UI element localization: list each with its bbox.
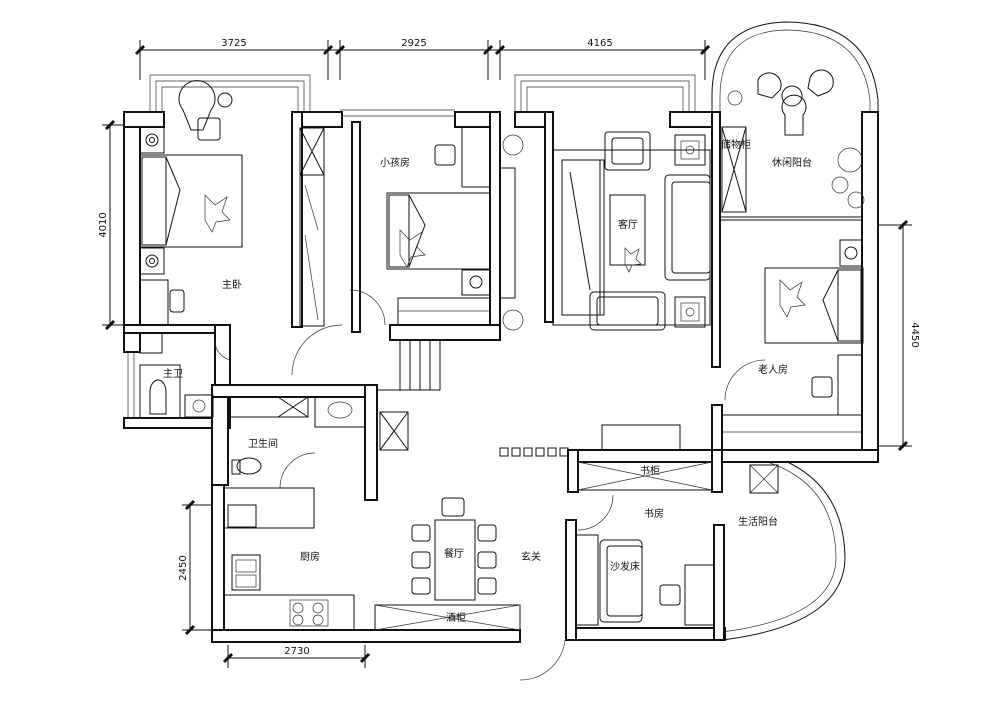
leisure-balcony-outline [711,21,879,112]
label-foyer: 玄关 [521,550,541,563]
dimension-top-2: 2925 [401,38,426,49]
label-living-room: 客厅 [618,218,638,231]
label-kitchen: 厨房 [300,550,320,563]
label-storage-cabinet: 储物柜 [721,138,751,151]
room-labels: 主卧 小孩房 客厅 储物柜 休闲阳台 老人房 主卫 卫生间 厨房 餐厅 玄关 酒… [163,138,812,624]
door-swings [214,289,766,681]
label-leisure-balcony: 休闲阳台 [772,156,812,169]
label-bookcase: 书柜 [640,464,660,477]
study-furniture [575,461,779,626]
label-elderly-room: 老人房 [758,363,788,376]
window-bays [127,74,696,418]
entry-markers [499,447,569,457]
dimension-top-3: 4165 [587,38,612,49]
label-child-room: 小孩房 [380,156,410,169]
label-study: 书房 [644,507,664,520]
dimension-right: 4450 [909,322,920,347]
dimension-top-1: 3725 [221,38,246,49]
master-bedroom-furniture [139,80,243,326]
label-wine-cabinet: 酒柜 [446,611,466,624]
label-service-balcony: 生活阳台 [738,515,778,528]
kitchen-fixtures [223,487,355,631]
dimension-left-upper: 4010 [98,212,109,237]
storage-cabinet-furniture [721,126,747,213]
wardrobe [299,127,325,327]
label-dining: 餐厅 [444,547,464,560]
label-master-bedroom: 主卧 [222,278,242,291]
dimension-left-lower: 2450 [178,555,189,580]
bathroom-fixtures [227,396,409,475]
child-room-furniture [386,126,524,331]
label-sofa-bed: 沙发床 [610,560,640,573]
dining-furniture [374,497,521,631]
leisure-balcony-furniture [727,69,865,209]
living-room-furniture [552,131,711,331]
label-master-bath: 主卫 [163,368,183,380]
dimension-lines: 3725 2925 4165 4010 2450 2730 4450 [98,38,920,668]
master-bath-fixtures [139,332,214,419]
walls [123,111,879,643]
service-balcony-outline [721,454,846,641]
elderly-room-furniture [601,239,864,451]
dimension-bottom: 2730 [284,646,309,657]
label-bathroom: 卫生间 [248,437,278,450]
